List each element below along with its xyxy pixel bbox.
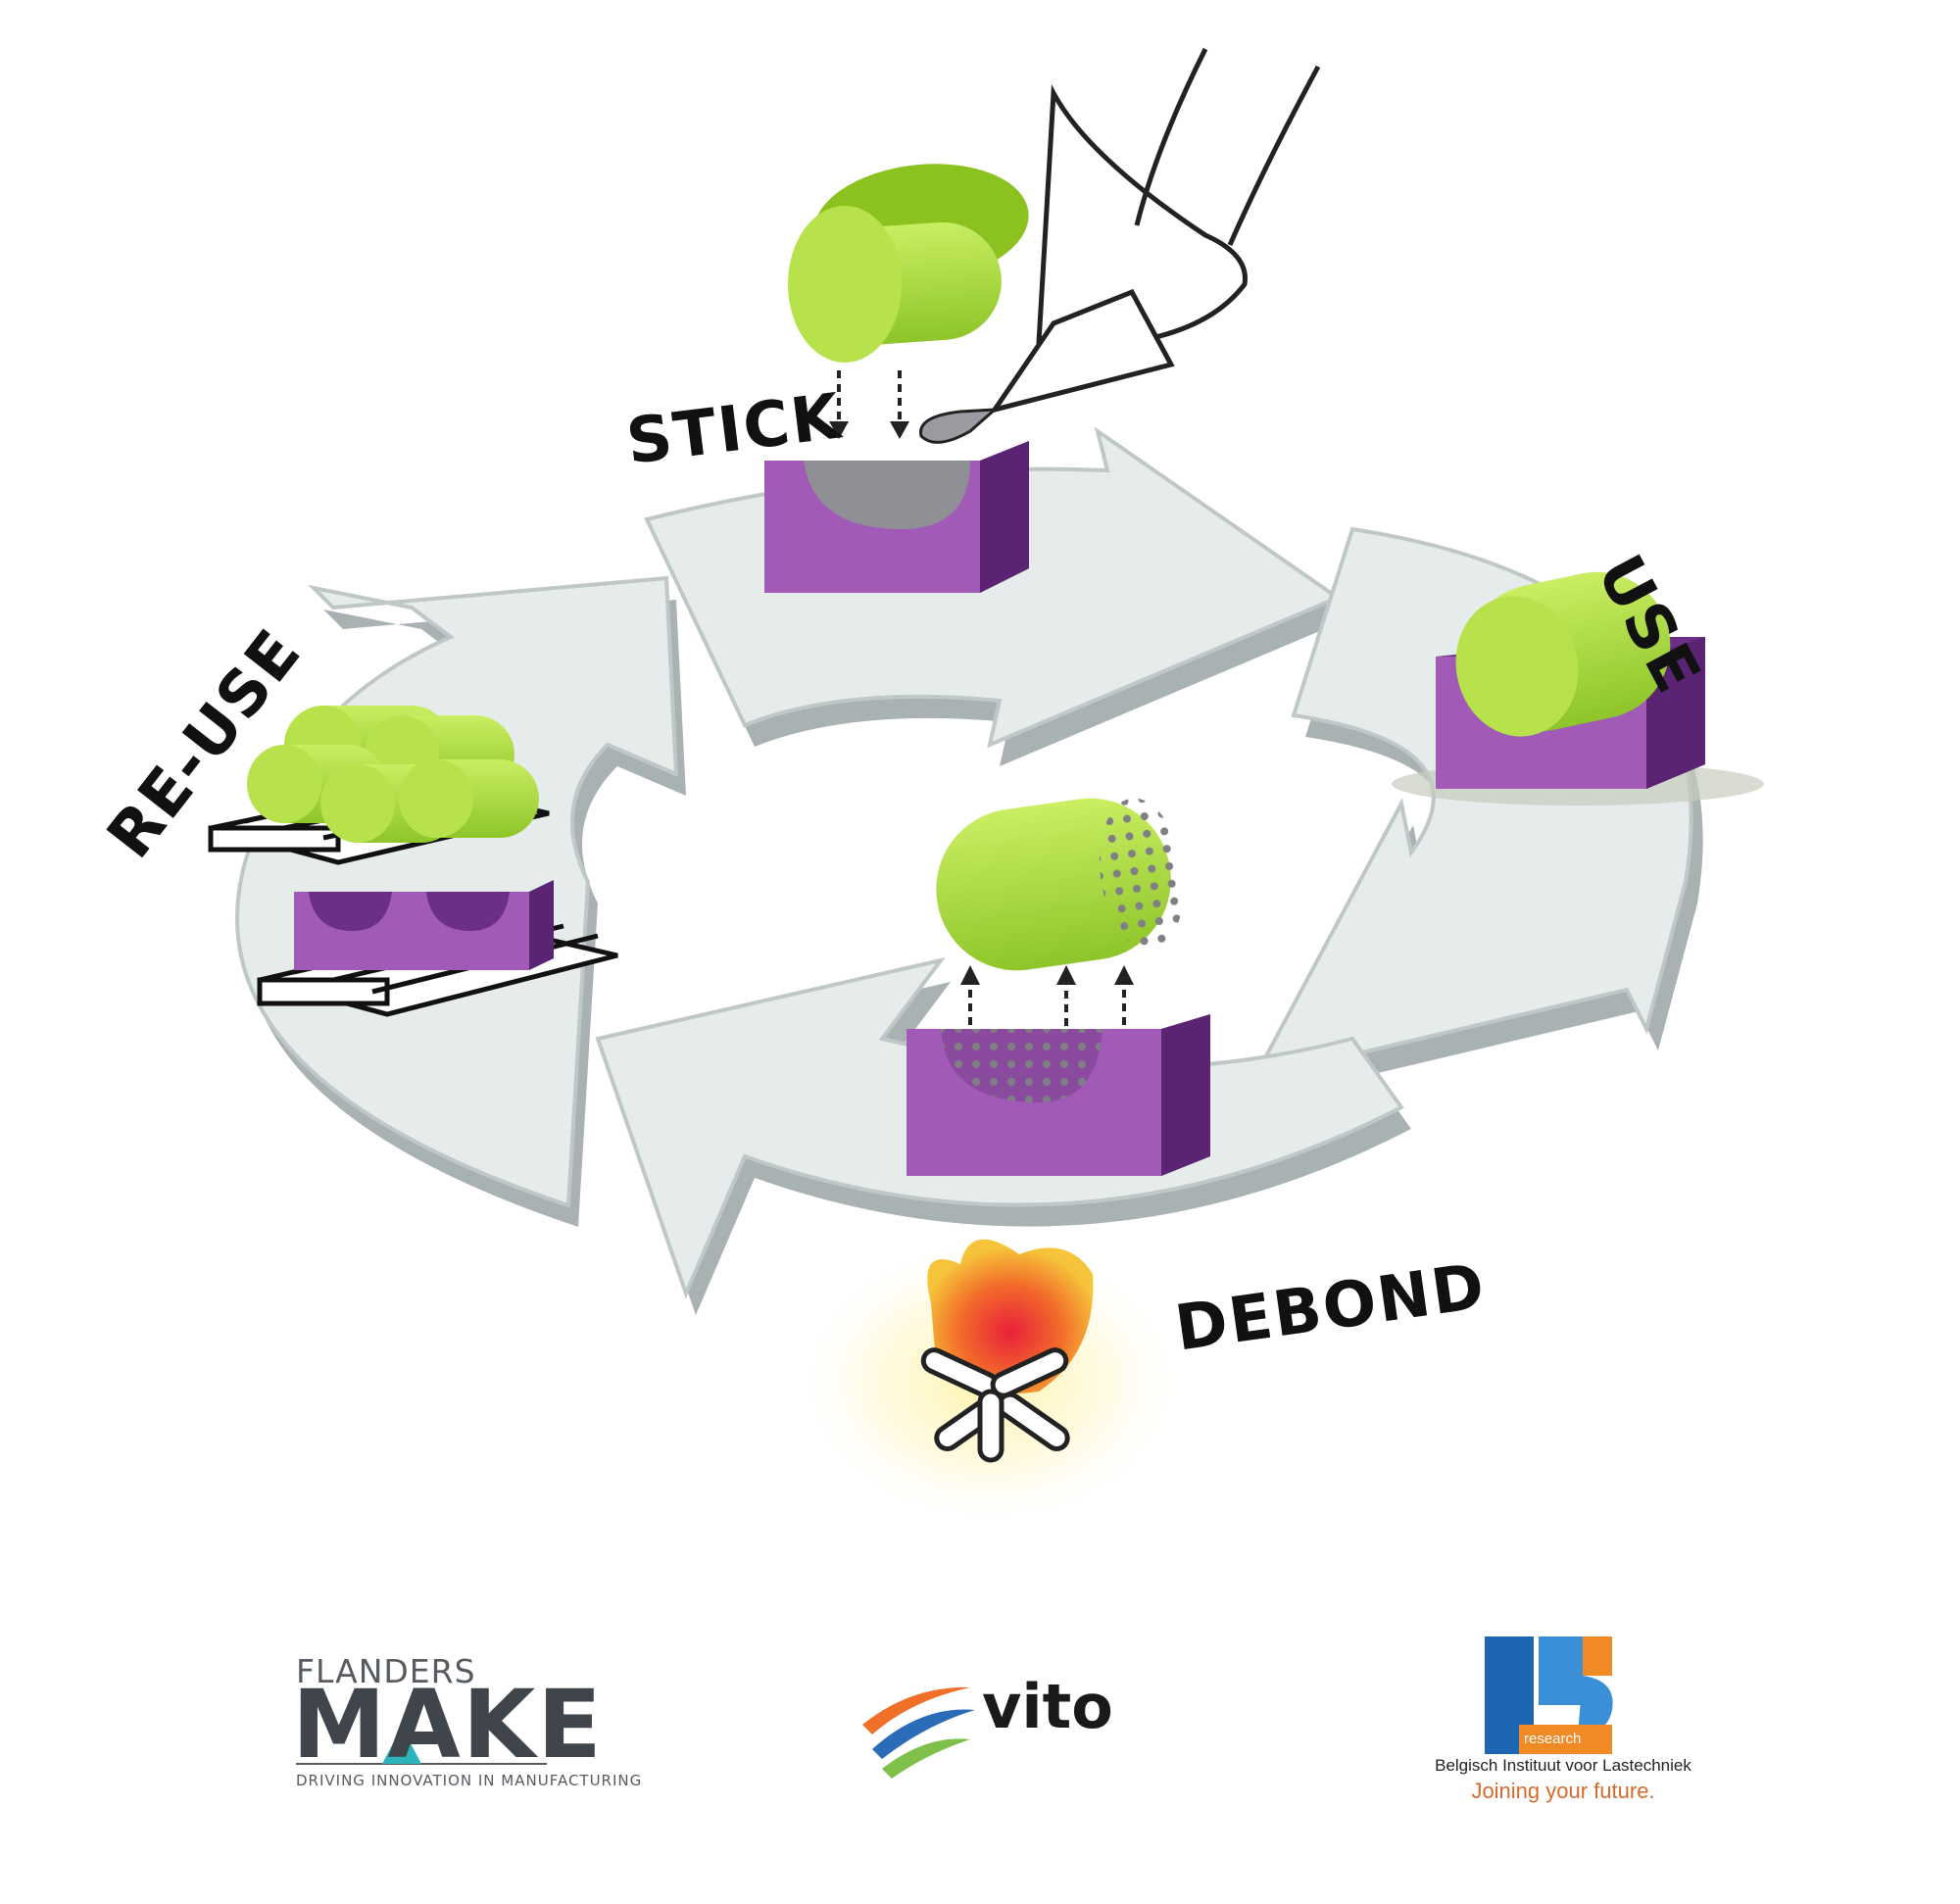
vito-wordmark: vito <box>982 1671 1113 1742</box>
use-illustration <box>1392 571 1764 806</box>
flanders-make-logo <box>296 1727 547 1765</box>
bil-name-text: Belgisch Instituut voor Lastechniek <box>1435 1756 1691 1775</box>
heat-fire-illustration <box>794 1235 1186 1529</box>
stick-illustration <box>764 47 1321 593</box>
bil-slogan-text: Joining your future. <box>1471 1779 1655 1803</box>
debond-illustration <box>906 798 1210 1176</box>
bil-logo-mark <box>1485 1636 1613 1754</box>
bil-research-text: research <box>1524 1731 1582 1747</box>
flanders-make-top-text: FLANDERS <box>296 1652 476 1690</box>
stacked-cylinders <box>247 706 539 843</box>
vito-logo-mark <box>862 1686 975 1779</box>
flanders-make-tagline: DRIVING INNOVATION IN MANUFACTURING <box>296 1772 643 1789</box>
reuse-illustration <box>208 706 618 1017</box>
flanders-make-main-text: MAKE <box>292 1670 604 1780</box>
stacked-blocks <box>294 880 554 970</box>
